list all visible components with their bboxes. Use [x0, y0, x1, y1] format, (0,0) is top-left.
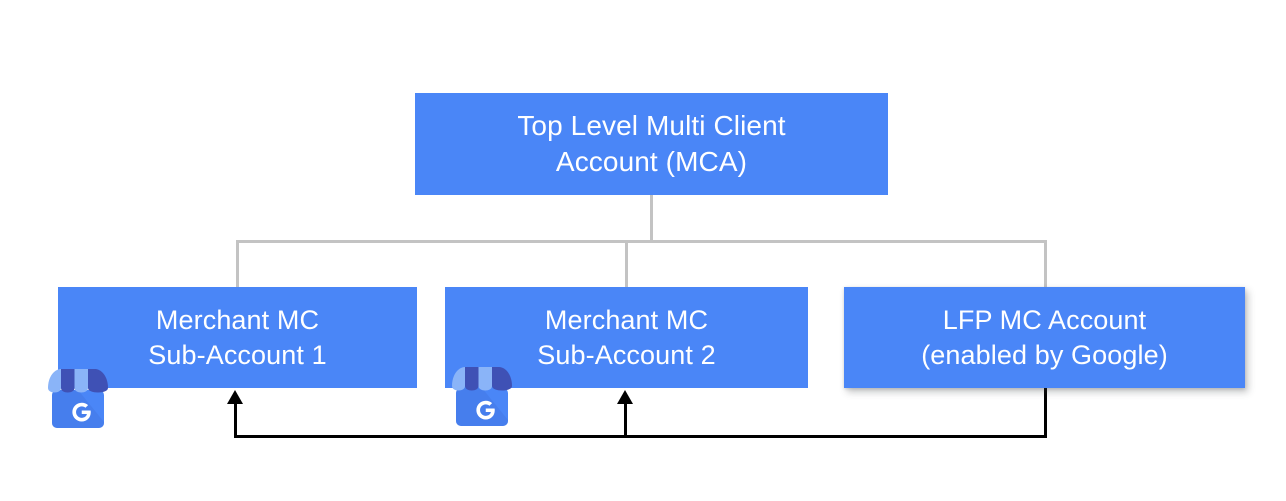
connector-bus-to-sub-account-1: [236, 240, 239, 288]
flow-line-horizontal: [234, 435, 1047, 438]
google-my-business-icon: [448, 364, 516, 428]
node-merchant-mc-sub-account-1[interactable]: Merchant MC Sub-Account 1: [58, 287, 417, 388]
arrowhead-to-sub-account-1: [227, 390, 243, 404]
node-lfp-mc-account-label: LFP MC Account (enabled by Google): [921, 304, 1168, 370]
node-top-level-mca-label: Top Level Multi Client Account (MCA): [517, 110, 786, 177]
node-lfp-mc-account[interactable]: LFP MC Account (enabled by Google): [844, 287, 1245, 388]
connector-bus-to-sub-account-2: [625, 240, 628, 288]
google-my-business-icon: [44, 366, 112, 430]
node-merchant-mc-sub-account-2-label: Merchant MC Sub-Account 2: [537, 304, 716, 370]
connector-horizontal-bus: [236, 240, 1047, 243]
node-top-level-mca[interactable]: Top Level Multi Client Account (MCA): [415, 93, 888, 195]
flow-line-riser-sub-account-2: [624, 399, 627, 437]
flow-line-riser-sub-account-1: [234, 399, 237, 437]
connector-bus-to-lfp-account: [1044, 240, 1047, 288]
node-merchant-mc-sub-account-1-label: Merchant MC Sub-Account 1: [148, 304, 327, 370]
arrowhead-to-sub-account-2: [617, 390, 633, 404]
connector-mca-to-bus: [650, 195, 653, 243]
flow-line-lfp-down: [1044, 388, 1047, 438]
